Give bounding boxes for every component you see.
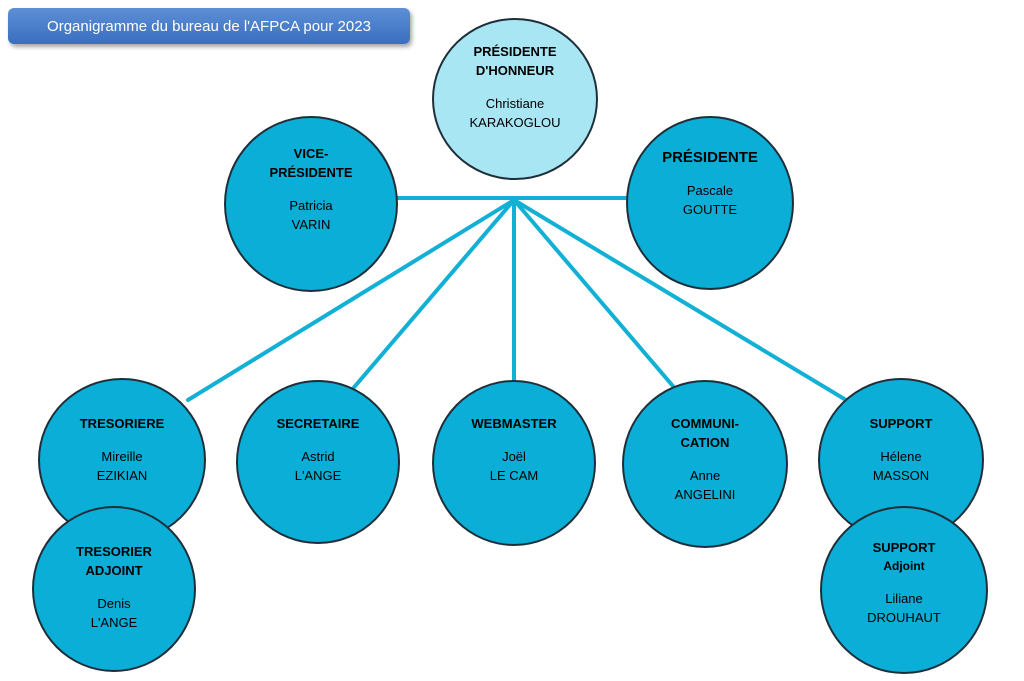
node-treasurer-deputy: TRESORIER ADJOINT Denis L'ANGE [32, 506, 196, 672]
node-person: Christiane KARAKOGLOU [469, 96, 561, 130]
node-person: Joël LE CAM [489, 449, 539, 483]
node-role: PRÉSIDENTE [662, 149, 758, 166]
node-webmaster: WEBMASTER Joël LE CAM [432, 380, 596, 546]
connector-secretary [348, 198, 516, 394]
node-vice-president: VICE- PRÉSIDENTE Patricia VARIN [224, 116, 398, 292]
node-role: TRESORIER ADJOINT [76, 544, 152, 578]
node-person: Astrid L'ANGE [294, 449, 342, 483]
node-secretary: SECRETAIRE Astrid L'ANGE [236, 380, 400, 544]
node-role: PRÉSIDENTE D'HONNEUR [473, 44, 557, 78]
node-person: Patricia VARIN [289, 198, 333, 232]
node-role: VICE- PRÉSIDENTE [269, 146, 353, 180]
node-person: Liliane DROUHAUT [867, 591, 941, 625]
node-person: Mireille EZIKIAN [96, 449, 148, 483]
connector-communication [512, 198, 680, 394]
node-role: TRESORIERE [79, 416, 165, 431]
connector-support [512, 198, 848, 402]
node-role: SUPPORT [869, 416, 933, 431]
node-honorary-president: PRÉSIDENTE D'HONNEUR Christiane KARAKOGL… [432, 18, 598, 180]
node-role: COMMUNI- CATION [671, 416, 739, 450]
node-support-deputy: SUPPORT Adjoint Liliane DROUHAUT [820, 506, 988, 674]
node-role: SUPPORT [872, 540, 936, 555]
node-person: Anne ANGELINI [674, 468, 736, 502]
chart-title: Organigramme du bureau de l'AFPCA pour 2… [8, 8, 410, 44]
node-person: Pascale GOUTTE [682, 183, 738, 217]
node-communication: COMMUNI- CATION Anne ANGELINI [622, 380, 788, 548]
node-president: PRÉSIDENTE Pascale GOUTTE [626, 116, 794, 290]
node-subrole: Adjoint [883, 559, 925, 573]
node-person: Hélene MASSON [872, 449, 930, 483]
node-role: WEBMASTER [471, 416, 557, 431]
connector-treasurer [186, 198, 516, 402]
node-role: SECRETAIRE [276, 416, 360, 431]
node-person: Denis L'ANGE [90, 596, 138, 630]
